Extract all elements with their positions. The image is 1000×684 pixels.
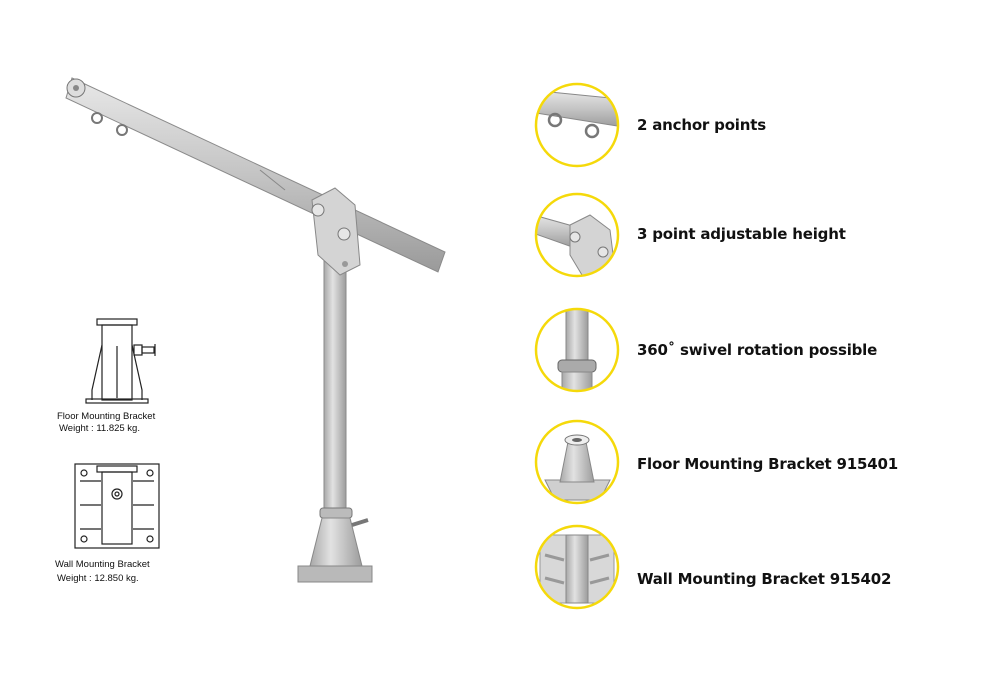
feature-anchor-points: 2 anchor points — [637, 116, 766, 134]
pivot-joint-detail-icon — [534, 192, 620, 278]
floor-bracket-drawing — [85, 318, 156, 404]
pivot-plate — [311, 187, 361, 276]
feature-floor-bracket: Floor Mounting Bracket 915401 — [637, 455, 898, 473]
swivel-collar-detail-icon — [534, 307, 620, 393]
floor-bracket-caption: Floor Mounting Bracket Weight : 11.825 k… — [57, 411, 155, 435]
floor-base — [297, 507, 373, 583]
floor-bracket-photo-icon — [534, 419, 620, 505]
wall-bracket-drawing — [74, 463, 160, 549]
boom-arm — [65, 77, 446, 273]
feature-swivel-rotation: 360˚ swivel rotation possible — [637, 341, 878, 359]
feature-adjustable-height: 3 point adjustable height — [637, 225, 846, 243]
anchor-points-detail-icon — [534, 82, 620, 168]
mast-pole — [323, 257, 347, 517]
wall-bracket-name: Wall Mounting Bracket — [55, 559, 150, 570]
wall-bracket-weight: Weight : 12.850 kg. — [57, 573, 139, 584]
floor-bracket-weight: Weight : 11.825 kg. — [59, 423, 140, 434]
feature-wall-bracket: Wall Mounting Bracket 915402 — [637, 570, 892, 588]
floor-bracket-name: Floor Mounting Bracket — [57, 411, 156, 422]
wall-bracket-photo-icon — [534, 524, 620, 610]
wall-bracket-caption: Wall Mounting Bracket Weight : 12.850 kg… — [55, 558, 150, 586]
